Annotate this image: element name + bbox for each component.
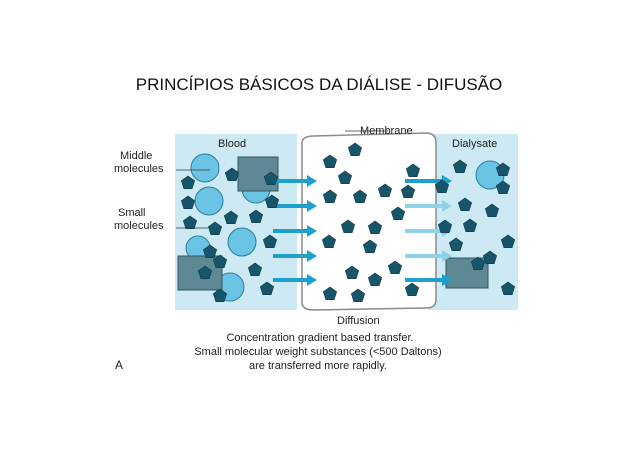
middle-molecule-circle-icon [194,186,224,216]
middle-molecule-circle-icon [227,227,257,257]
small-molecule-pentagon-icon [347,142,363,156]
caption-line-3: are transferred more rapidly. [249,360,387,372]
diffusion-arrow-icon [273,200,317,212]
membrane-label: Membrane [360,125,413,137]
small-molecule-pentagon-icon [262,234,278,248]
small-molecule-pentagon-icon [495,162,511,176]
diffusion-arrow-icon [273,274,317,286]
middle-molecule-circle-icon [190,153,220,183]
small-molecule-pentagon-icon [484,203,500,217]
small-molecule-pentagon-icon [434,179,450,193]
small-molecule-pentagon-icon [344,265,360,280]
small-molecule-pentagon-icon [404,282,420,297]
small-molecules-label-line-1: Small [118,207,146,219]
small-molecule-pentagon-icon [197,265,213,280]
small-molecule-pentagon-icon [340,219,356,233]
middle-molecules-label-line-1: Middle [120,150,152,162]
small-molecule-pentagon-icon [224,167,240,181]
small-molecule-pentagon-icon [405,163,421,177]
panel-label: A [115,358,123,372]
small-molecule-pentagon-icon [207,221,223,235]
small-molecule-pentagon-icon [202,244,218,259]
small-molecule-pentagon-icon [367,220,383,234]
small-molecule-pentagon-icon [500,281,516,296]
small-molecule-pentagon-icon [180,195,196,209]
dialysate-label: Dialysate [452,138,497,150]
small-molecule-pentagon-icon [322,189,338,203]
small-molecule-pentagon-icon [247,262,263,277]
blood-label: Blood [218,138,246,150]
small-molecule-pentagon-icon [212,288,228,303]
small-molecule-pentagon-icon [322,154,338,168]
middle-molecules-label-line-2: molecules [114,163,164,175]
small-molecule-pentagon-icon [457,197,473,211]
diffusion-arrow-icon [273,175,317,187]
caption-line-1: Concentration gradient based transfer. [226,332,413,344]
small-molecule-pentagon-icon [321,234,337,248]
small-molecule-pentagon-icon [322,286,338,301]
diffusion-arrow-icon [405,274,452,286]
small-molecule-pentagon-icon [495,180,511,194]
small-molecule-pentagon-icon [448,237,464,251]
small-molecule-pentagon-icon [248,209,264,223]
diffusion-arrow-icon [273,250,317,262]
small-molecule-pentagon-icon [182,215,198,229]
small-molecule-pentagon-icon [263,171,279,185]
small-molecule-pentagon-icon [352,189,368,203]
slide-title: PRINCÍPIOS BÁSICOS DA DIÁLISE - DIFUSÃO [135,75,503,94]
small-molecule-pentagon-icon [462,218,478,232]
diffusion-arrow-icon [405,250,452,262]
small-molecule-pentagon-icon [377,183,393,197]
small-molecule-pentagon-icon [337,170,353,184]
small-molecule-pentagon-icon [390,206,406,220]
diffusion-arrow-icon [273,225,317,237]
small-molecule-pentagon-icon [362,239,378,253]
small-molecule-pentagon-icon [470,256,486,271]
small-molecule-pentagon-icon [264,194,280,208]
small-molecule-pentagon-icon [452,159,468,173]
membrane-body [301,132,437,311]
small-molecule-pentagon-icon [223,210,239,224]
small-molecule-pentagon-icon [437,219,453,233]
small-molecule-pentagon-icon [367,272,383,287]
diffusion-label: Diffusion [337,315,380,327]
small-molecule-pentagon-icon [350,288,366,303]
small-molecule-pentagon-icon [180,175,196,189]
small-molecule-pentagon-icon [259,281,275,296]
small-molecule-pentagon-icon [400,184,416,198]
diffusion-arrow-icon [405,200,452,212]
small-molecules-label-line-2: molecules [114,220,164,232]
small-molecule-pentagon-icon [212,254,228,269]
small-molecule-pentagon-icon [387,260,403,275]
small-molecule-pentagon-icon [482,250,498,265]
caption-line-2: Small molecular weight substances (<500 … [194,346,441,358]
small-molecule-pentagon-icon [500,234,516,248]
